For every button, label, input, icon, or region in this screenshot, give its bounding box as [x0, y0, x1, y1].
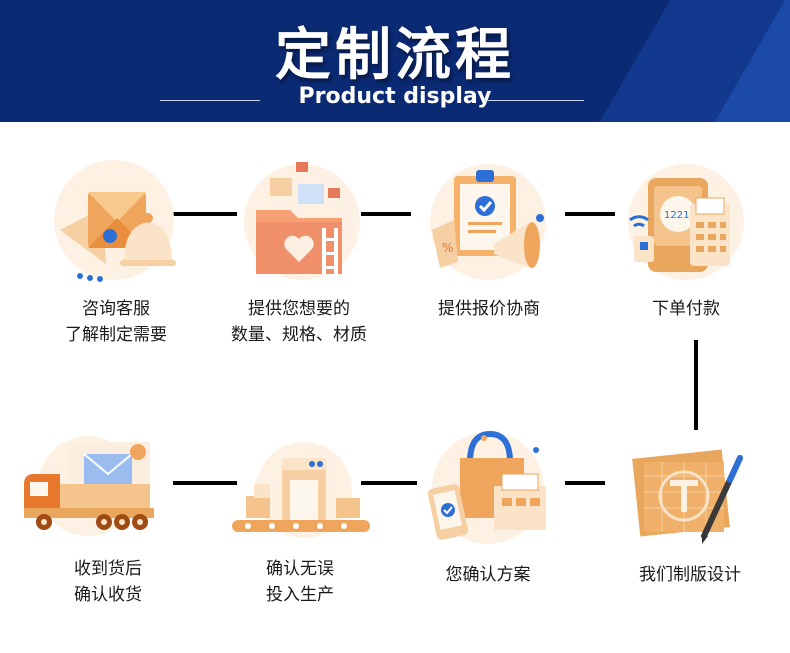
clipboard-megaphone-icon: % [430, 164, 546, 280]
page-title: 定制流程 [275, 23, 515, 88]
connector-1-2 [173, 212, 237, 216]
header-banner: 定制流程 Product display [0, 0, 790, 122]
payment-terminal-icon: 1221 [628, 164, 744, 280]
step-4-label: 下单付款 [596, 296, 776, 322]
svg-text:1221: 1221 [664, 210, 689, 221]
step-2-line-1: 提供您想要的 [248, 299, 350, 319]
step-8-label: 我们制版设计 [600, 562, 780, 588]
envelope-bell-icon [54, 160, 176, 282]
step-6-line-2: 投入生产 [266, 585, 334, 605]
step-5-line-2: 确认收货 [74, 585, 142, 605]
step-4-line-1: 下单付款 [652, 299, 720, 319]
subtitle-line-left [160, 100, 260, 101]
step-7-line-1: 您确认方案 [445, 565, 531, 585]
step-3-line-1: 提供报价协商 [438, 299, 540, 319]
shopping-bag-phone-icon [427, 430, 546, 544]
step-1-line-1: 咨询客服 [82, 299, 150, 319]
page-subtitle: Product display [298, 84, 492, 109]
delivery-truck-icon [24, 436, 154, 536]
connector-3-4 [565, 212, 615, 216]
connector-8-7 [565, 481, 605, 485]
folder-heart-icon [244, 162, 360, 280]
step-2-label: 提供您想要的 数量、规格、材质 [209, 296, 389, 348]
banner-decoration [650, 0, 790, 122]
step-7-label: 您确认方案 [398, 562, 578, 588]
step-3-label: 提供报价协商 [399, 296, 579, 322]
connector-7-6 [361, 481, 417, 485]
step-1-line-2: 了解制定需要 [65, 325, 167, 345]
connector-2-3 [361, 212, 411, 216]
step-6-label: 确认无误 投入生产 [210, 556, 390, 608]
step-8-line-1: 我们制版设计 [639, 565, 741, 585]
step-5-line-1: 收到货后 [74, 559, 142, 579]
step-2-line-2: 数量、规格、材质 [231, 325, 367, 345]
subtitle-line-right [484, 100, 584, 101]
connector-6-5 [173, 481, 237, 485]
step-1-label: 咨询客服 了解制定需要 [26, 296, 206, 348]
production-line-icon [232, 442, 370, 538]
step-5-label: 收到货后 确认收货 [18, 556, 198, 608]
step-6-line-1: 确认无误 [266, 559, 334, 579]
svg-text:%: % [442, 241, 453, 255]
drafting-pen-icon [632, 449, 743, 544]
connector-4-8 [694, 340, 698, 430]
